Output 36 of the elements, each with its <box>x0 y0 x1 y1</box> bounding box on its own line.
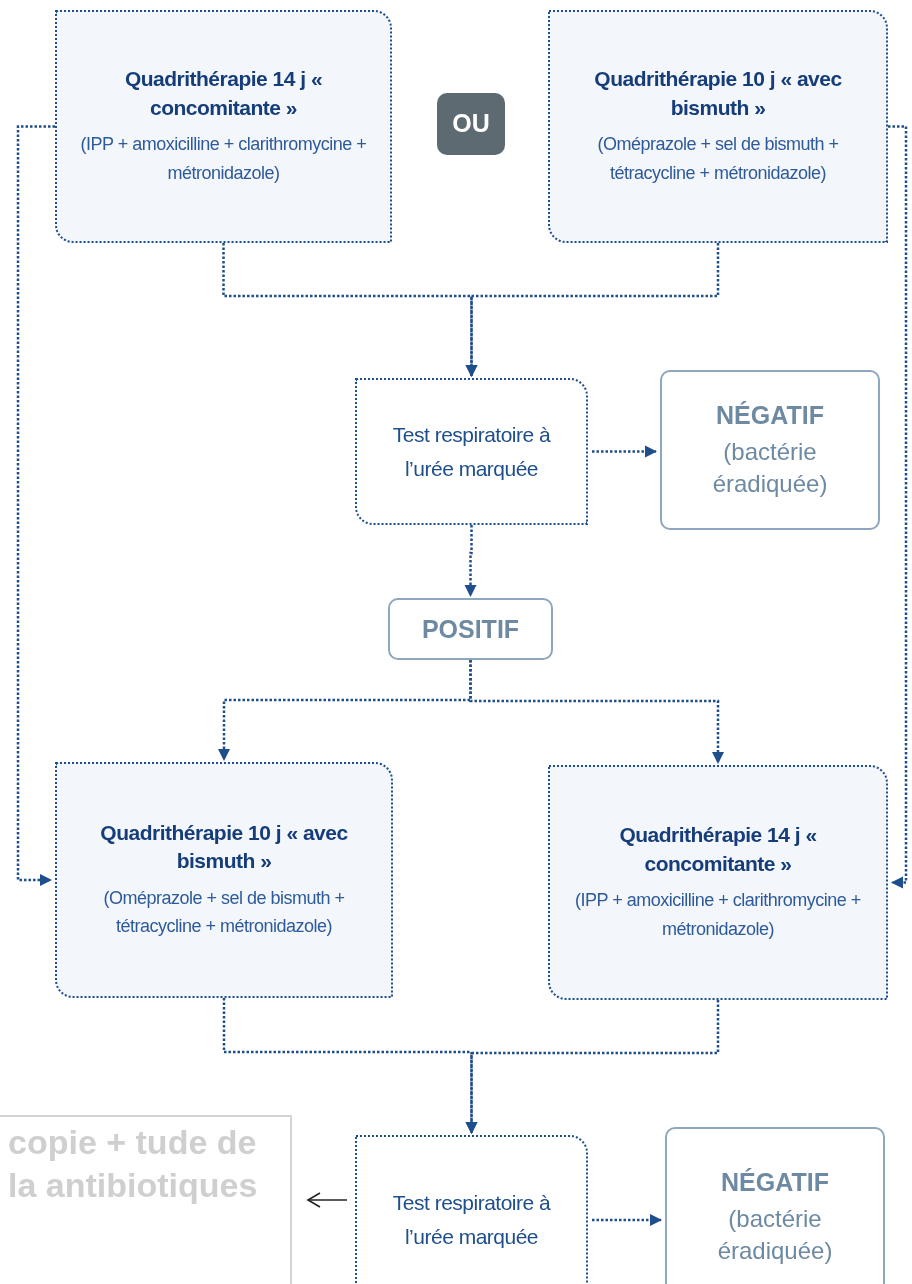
treatment-title: Quadrithérapie 14 j « concomitante » <box>123 66 324 121</box>
arrow <box>16 125 55 886</box>
treatment-title: Quadrithérapie 10 j « avec bismuth » <box>593 66 843 121</box>
result-box <box>388 598 553 660</box>
arrow <box>464 525 477 597</box>
arrow <box>592 1214 662 1226</box>
result-description: (bactérie éradiquée) <box>711 436 829 500</box>
test-box <box>355 378 588 525</box>
test-label: Test respiratoire à l’urée marquée <box>391 421 552 482</box>
result-title: NÉGATIF <box>716 400 824 432</box>
treatment-description: (Oméprazole + sel de bismuth + tétracycline + métronidazole) <box>102 886 346 939</box>
test-label: Test respiratoire à l’urée marquée <box>391 1190 552 1250</box>
treatment-box <box>548 10 888 243</box>
test-box <box>355 1135 588 1284</box>
treatment-title: Quadrithérapie 14 j « concomitante » <box>618 822 818 877</box>
or-label: OU <box>452 108 490 140</box>
treatment-description: (IPP + amoxicilline + clarithromycine + métronidazole) <box>574 889 862 941</box>
treatment-box <box>55 762 393 998</box>
arrow <box>592 445 657 458</box>
treatment-description: (IPP + amoxicilline + clarithromycine + métronidazole) <box>79 133 368 185</box>
result-title: NÉGATIF <box>721 1167 829 1199</box>
arrow <box>465 243 720 377</box>
treatment-title: Quadrithérapie 10 j « avec bismuth » <box>99 819 349 875</box>
result-box <box>665 1127 885 1284</box>
treatment-box <box>548 765 888 1000</box>
treatment-description: (Oméprazole + sel de bismuth + tétracycline + métronidazole) <box>596 133 840 185</box>
arrow <box>465 1000 720 1134</box>
result-description: (bactérie éradiquée) <box>716 1203 834 1267</box>
arrow <box>307 1192 348 1208</box>
arrow <box>888 125 908 889</box>
or-badge <box>437 93 505 155</box>
treatment-box <box>55 10 392 243</box>
result-box <box>660 370 880 530</box>
result-title: POSITIF <box>421 613 520 645</box>
faded-box <box>0 1115 292 1284</box>
arrow <box>469 660 724 764</box>
